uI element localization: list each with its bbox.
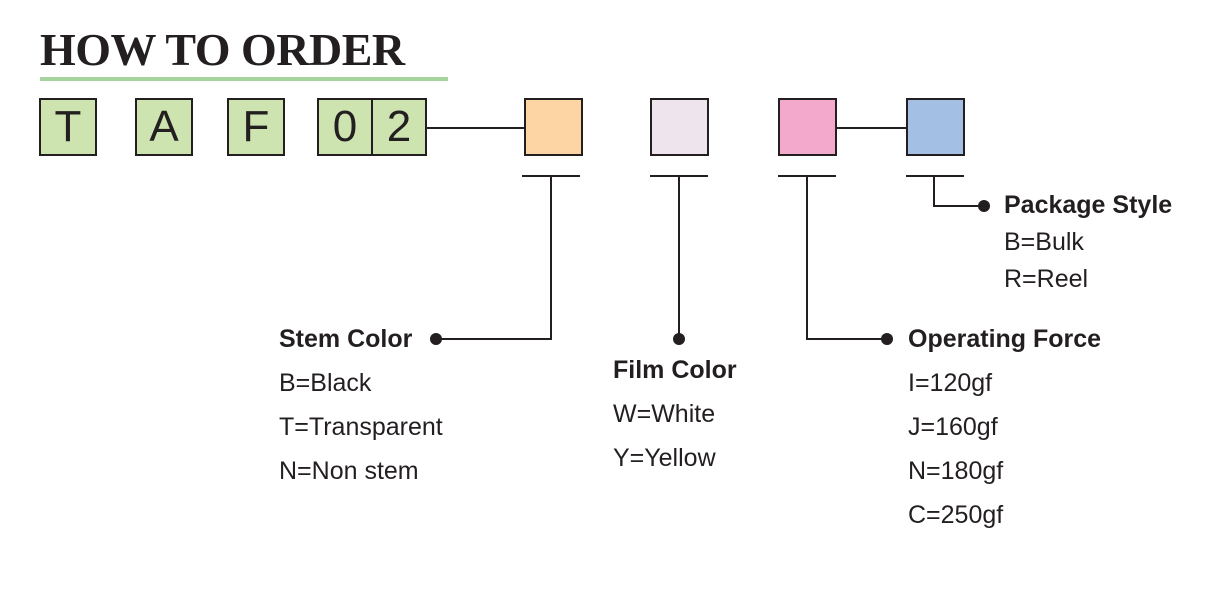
code-box-1: T xyxy=(39,98,97,156)
film-color-option: Y=Yellow xyxy=(613,444,716,472)
title-underline xyxy=(40,77,448,81)
package-style-leader-horizontal xyxy=(933,205,983,207)
code-box-3: F xyxy=(227,98,285,156)
operating-force-option: I=120gf xyxy=(908,369,993,397)
operating-force-option: C=250gf xyxy=(908,501,1004,529)
package-style-leader-vertical xyxy=(933,175,935,207)
code-box-4: 0 xyxy=(317,98,373,156)
film-color-slot xyxy=(650,98,709,156)
stem-color-leader-vertical xyxy=(550,175,552,340)
operating-force-leader-horizontal xyxy=(806,338,886,340)
stem-color-leader-horizontal xyxy=(436,338,552,340)
operating-force-slot xyxy=(778,98,837,156)
package-style-slot xyxy=(906,98,965,156)
stem-color-heading: Stem Color xyxy=(279,325,413,353)
film-color-option: W=White xyxy=(613,400,716,428)
package-style-dot xyxy=(978,200,990,212)
film-color-heading: Film Color xyxy=(613,356,737,384)
connector-line-code-to-stem xyxy=(427,127,525,129)
stem-color-option: N=Non stem xyxy=(279,457,419,485)
page-title: HOW TO ORDER xyxy=(40,24,405,75)
film-color-dot xyxy=(673,333,685,345)
stem-color-dot xyxy=(430,333,442,345)
package-style-option: B=Bulk xyxy=(1004,228,1084,256)
code-box-5: 2 xyxy=(371,98,427,156)
operating-force-option: J=160gf xyxy=(908,413,998,441)
code-box-2: A xyxy=(135,98,193,156)
package-style-option: R=Reel xyxy=(1004,265,1089,293)
film-color-leader-vertical xyxy=(678,175,680,337)
connector-line-force-to-package xyxy=(836,127,907,129)
operating-force-leader-vertical xyxy=(806,175,808,340)
operating-force-heading: Operating Force xyxy=(908,325,1102,353)
package-style-heading: Package Style xyxy=(1004,191,1173,219)
operating-force-dot xyxy=(881,333,893,345)
stem-color-option: B=Black xyxy=(279,369,372,397)
operating-force-option: N=180gf xyxy=(908,457,1004,485)
stem-color-slot xyxy=(524,98,583,156)
package-style-bracket xyxy=(906,175,964,177)
stem-color-option: T=Transparent xyxy=(279,413,443,441)
